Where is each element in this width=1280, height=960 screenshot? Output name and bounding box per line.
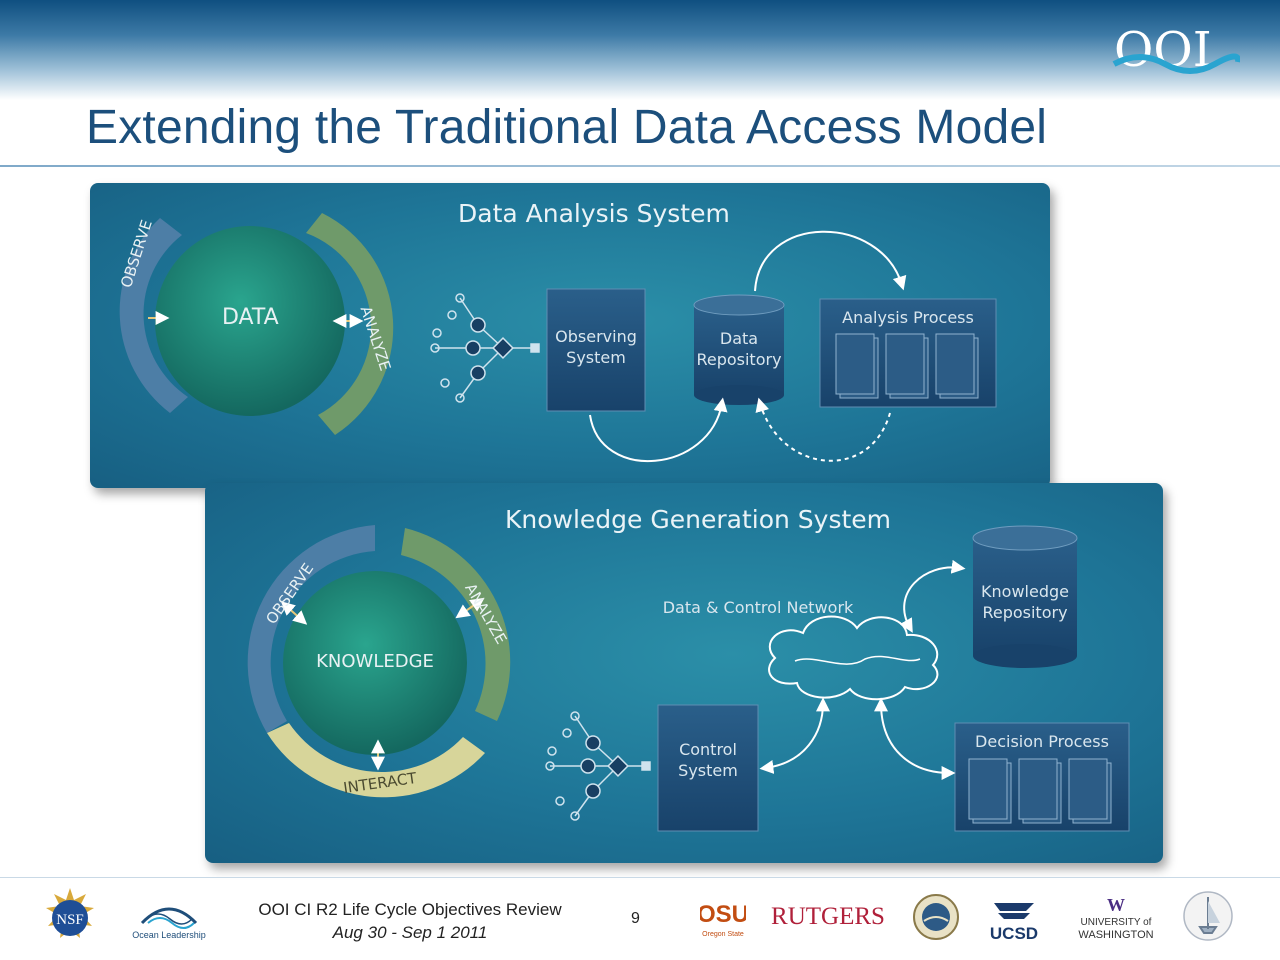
footer-divider [0,877,1280,878]
observing-system-label: Observing System [555,327,637,367]
data-sphere [155,226,345,416]
oceanographic-institution-seal-logo [1183,891,1233,941]
sensor-network-icon [545,711,651,821]
analyze-arc [401,528,511,721]
network-label: Data & Control Network [662,598,854,617]
footer-caption: OOI CI R2 Life Cycle Objectives Review A… [220,898,600,944]
svg-text:WASHINGTON: WASHINGTON [1078,929,1153,941]
knowledge-generation-system-panel: Knowledge Generation System KNOWLEDGE OB… [205,483,1163,863]
control-system-label: Control System [678,740,738,780]
nsf-logo: NSF [46,888,94,938]
header-band [0,0,1280,100]
data-repository-label: Data Repository [696,329,782,369]
svg-text:NSF: NSF [56,912,84,928]
university-seal-logo [913,894,959,940]
university-of-washington-logo: W UNIVERSITY of WASHINGTON [1078,895,1153,941]
svg-text:RUTGERS: RUTGERS [771,903,885,930]
svg-text:UNIVERSITY of: UNIVERSITY of [1081,917,1152,928]
svg-text:Oregon State: Oregon State [702,931,744,938]
page-number: 9 [631,910,640,927]
ocean-leadership-logo: Ocean Leadership [132,907,206,940]
svg-text:Ocean Leadership: Ocean Leadership [132,930,206,940]
analysis-documents-icon [835,333,979,399]
observe-arc [119,218,188,413]
ooi-logo: OOI [1112,22,1240,78]
analysis-to-repository-arrow [755,397,891,462]
knowledge-center-label: KNOWLEDGE [316,651,434,672]
control-to-network-arrow [759,697,830,774]
svg-text:W: W [1107,895,1125,915]
analyze-arc [306,213,394,435]
network-to-knowledge-arrow [899,559,966,633]
decision-process-label: Decision Process [975,732,1109,751]
svg-text:UCSD: UCSD [990,924,1038,943]
repository-to-analysis-arrow [754,230,907,292]
svg-text:OSU: OSU [700,901,746,928]
knowledge-repository-label: Knowledge Repository [981,582,1069,622]
knowledge-generation-system-title: Knowledge Generation System [505,505,892,534]
control-system-box [657,704,759,832]
data-analysis-system-panel: Data Analysis System DATA OBSERVE ANALYZ… [90,183,1050,488]
knowledge-repository-cylinder [972,525,1078,668]
ucsd-logo: UCSD [990,903,1038,943]
decision-documents-icon [968,758,1112,824]
observing-system-box [546,288,646,412]
osu-logo: OSU Oregon State [700,901,746,938]
knowledge-sphere [283,571,467,755]
network-to-decision-arrow [874,697,956,780]
network-cloud [768,615,939,701]
slide-title: Extending the Traditional Data Access Mo… [86,101,1048,154]
sensor-network-icon [430,293,540,403]
data-analysis-system-title: Data Analysis System [458,199,730,228]
observe-arc [247,525,375,733]
data-center-label: DATA [222,305,279,330]
footer-line-1: OOI CI R2 Life Cycle Objectives Review [258,900,562,919]
analysis-process-label: Analysis Process [842,308,974,327]
title-divider [0,165,1280,167]
interact-arc [267,723,485,798]
rutgers-logo: RUTGERS [771,903,885,930]
footer-line-2: Aug 30 - Sep 1 2011 [332,923,488,942]
observing-to-repository-arrow [589,397,728,462]
